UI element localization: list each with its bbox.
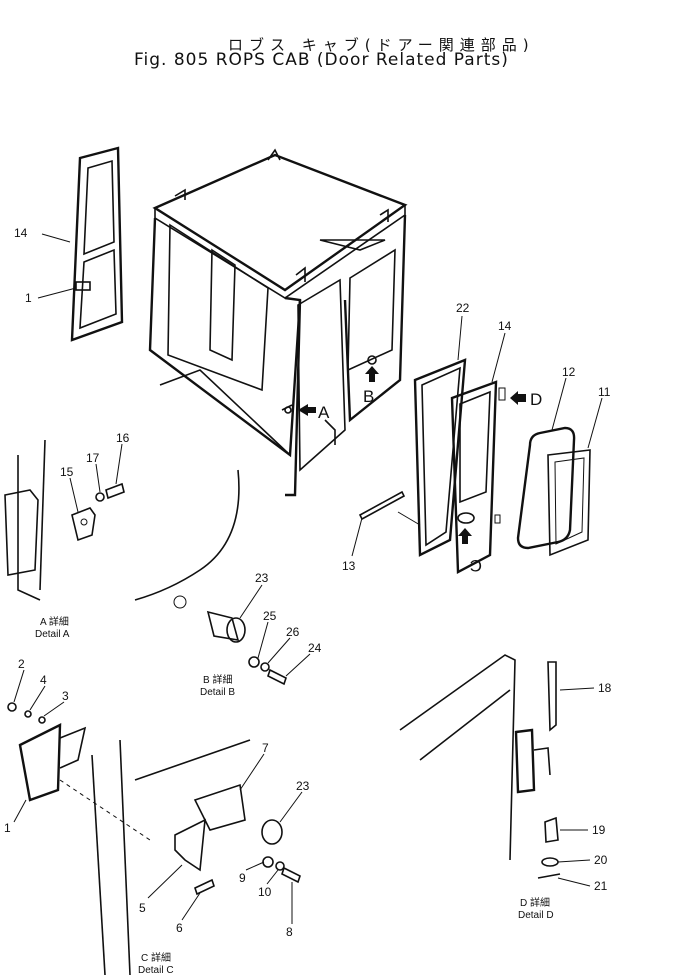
- callout-10: 10: [258, 885, 272, 899]
- callout-numbers: 14 1 22 14 12 11 13 16 17 15 23 25 26 24…: [4, 226, 612, 939]
- detail-a-jp: A 詳細: [40, 615, 69, 628]
- detail-a: A 詳細 Detail A: [4, 439, 125, 640]
- callout-14b: 14: [498, 319, 512, 333]
- callout-23b: 23: [296, 779, 310, 793]
- callout-19: 19: [592, 823, 606, 837]
- callout-6: 6: [176, 921, 183, 935]
- cab-frame: A B: [148, 148, 408, 497]
- title-japanese: ロブス キャブ(ドアー関連部品): [228, 36, 535, 54]
- view-arrow-b: B: [363, 387, 374, 406]
- detail-b-en: Detail B: [200, 687, 235, 698]
- callout-23a: 23: [255, 571, 269, 585]
- view-arrow-a: A: [318, 403, 330, 422]
- callout-20: 20: [594, 853, 608, 867]
- callout-4: 4: [40, 673, 47, 687]
- callout-14a: 14: [14, 226, 28, 240]
- detail-c: C 詳細 Detail C: [7, 702, 301, 976]
- door-assembly-left: [37, 146, 124, 342]
- callout-1a: 1: [25, 291, 32, 305]
- callout-16: 16: [116, 431, 130, 445]
- callout-13: 13: [342, 559, 356, 573]
- detail-c-jp: C 詳細: [141, 951, 171, 964]
- callout-8: 8: [286, 925, 293, 939]
- callout-5: 5: [139, 901, 146, 915]
- detail-b: B 詳細 Detail B: [173, 595, 287, 698]
- panel-edge: [134, 469, 240, 601]
- detail-c-en: Detail C: [138, 965, 174, 975]
- detail-d: D 詳細 Detail D: [399, 654, 561, 921]
- detail-d-jp: D 詳細: [520, 896, 550, 909]
- callout-18: 18: [598, 681, 612, 695]
- callout-25: 25: [263, 609, 277, 623]
- callout-21: 21: [594, 879, 608, 893]
- view-arrow-c: C: [470, 556, 482, 575]
- title-english: Fig. 805 ROPS CAB (Door Related Parts): [134, 50, 509, 70]
- detail-b-jp: B 詳細: [203, 673, 232, 686]
- callout-1b: 1: [4, 821, 11, 835]
- callout-12: 12: [562, 365, 576, 379]
- leader-lines: [13, 315, 603, 924]
- callout-11: 11: [598, 385, 611, 399]
- callout-9: 9: [239, 871, 246, 885]
- callout-2: 2: [18, 657, 25, 671]
- callout-22: 22: [456, 301, 470, 315]
- callout-26: 26: [286, 625, 300, 639]
- callout-24: 24: [308, 641, 322, 655]
- callout-7: 7: [262, 741, 269, 755]
- callout-15: 15: [60, 465, 74, 479]
- detail-a-en: Detail A: [35, 629, 70, 640]
- callout-3: 3: [62, 689, 69, 703]
- callout-17: 17: [86, 451, 100, 465]
- view-arrow-d: D: [530, 390, 542, 409]
- door-exploded: C D: [358, 358, 591, 575]
- detail-d-en: Detail D: [518, 910, 554, 921]
